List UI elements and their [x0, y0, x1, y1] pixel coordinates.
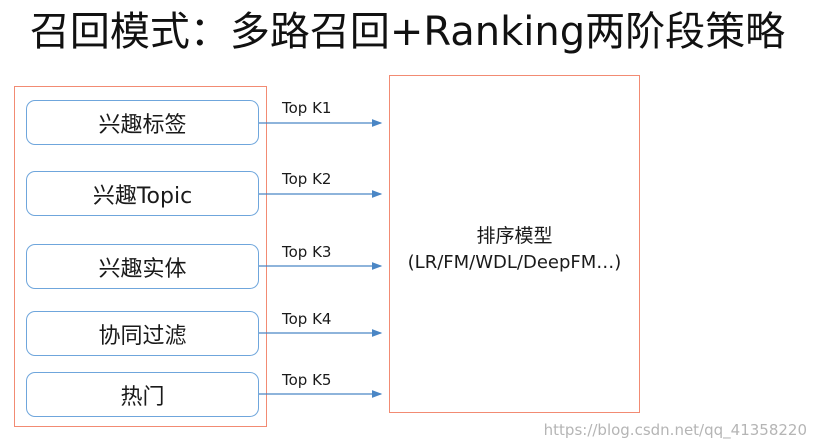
- recall-box-interest-topic: 兴趣Topic: [26, 171, 259, 216]
- recall-channels-panel: [14, 86, 267, 427]
- arrow-label-top-k1: Top K1: [282, 99, 332, 117]
- recall-box-interest-entity: 兴趣实体: [26, 244, 259, 289]
- recall-box-collaborative-filtering: 协同过滤: [26, 311, 259, 356]
- arrow-label-top-k2: Top K2: [282, 170, 332, 188]
- watermark: https://blog.csdn.net/qq_41358220: [543, 421, 807, 439]
- ranking-model-box: [389, 75, 640, 413]
- arrow-label-top-k4: Top K4: [282, 310, 332, 328]
- recall-box-popular: 热门: [26, 372, 259, 417]
- ranking-model-subtitle: (LR/FM/WDL/DeepFM…): [407, 252, 622, 273]
- page-title: 召回模式：多路召回+Ranking两阶段策略: [29, 9, 786, 55]
- arrow-label-top-k3: Top K3: [282, 243, 332, 261]
- arrow-label-top-k5: Top K5: [282, 371, 332, 389]
- recall-box-interest-tags: 兴趣标签: [26, 100, 259, 145]
- ranking-model-title: 排序模型: [476, 225, 553, 247]
